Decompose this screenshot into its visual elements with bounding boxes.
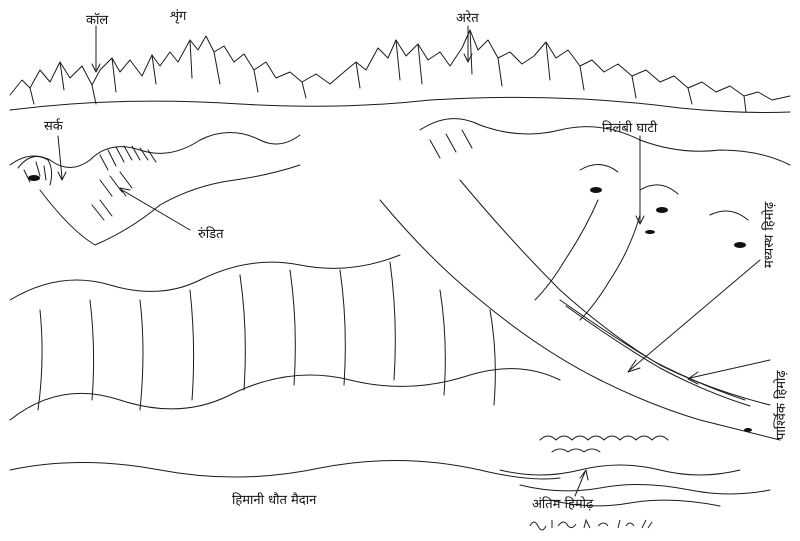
- arrow-col: [91, 25, 101, 73]
- left-valley-ridge: [39, 164, 301, 246]
- cirque-tarn-1: [28, 175, 40, 181]
- label-arete: अरेत: [456, 11, 479, 26]
- label-horn: शृंग: [170, 9, 187, 24]
- arrow-medial-moraine: [627, 259, 761, 373]
- truncated-spur-hatching: [91, 145, 157, 221]
- cirque-tarn-4: [734, 242, 746, 248]
- foreground-gullies: [37, 261, 496, 411]
- right-cirque-series: [429, 129, 749, 221]
- arrow-lateral-moraine: [687, 359, 771, 385]
- arrow-cirque: [57, 135, 67, 181]
- cirque-tarn-3: [656, 207, 668, 213]
- label-cirque: सर्क: [44, 119, 63, 134]
- label-terminal-moraine: अंतिम हिमोढ़: [532, 497, 594, 512]
- cirque-tarn-2: [590, 187, 602, 193]
- arrow-arete: [463, 25, 473, 63]
- terminal-moraine: [539, 435, 669, 453]
- foreground-base: [9, 459, 561, 480]
- right-ridge-outline: [419, 118, 791, 166]
- left-cirque: [17, 155, 53, 186]
- mountain-ridge-lines: [29, 29, 747, 113]
- label-truncated-spur: रुंडित: [198, 227, 224, 242]
- medial-moraine-band: [559, 299, 751, 407]
- label-outwash-plain: हिमानी धौत मैदान: [232, 493, 317, 508]
- mountain-skyline: [9, 29, 791, 101]
- label-hanging-valley: निलंबी घाटी: [602, 121, 658, 136]
- foreground-slope-2: [9, 368, 561, 421]
- arrow-hanging-valley: [635, 135, 645, 225]
- arrow-truncated-spur: [119, 187, 191, 231]
- outwash-plain-streams: [499, 464, 771, 507]
- artist-signature: [529, 518, 653, 531]
- foreground-slope-1: [9, 254, 401, 301]
- arrow-terminal-moraine: [574, 469, 589, 497]
- left-ridge-outline: [9, 132, 301, 168]
- hanging-valley-stream: [534, 199, 641, 321]
- label-medial-moraine: मध्यस्थ हिमोढ़: [762, 201, 777, 268]
- main-valley-floor-right: [459, 179, 771, 406]
- mountain-base-line: [9, 96, 791, 113]
- label-lateral-moraine: पार्श्विक हिमोढ़: [774, 370, 789, 440]
- moraine-mark-1: [645, 230, 655, 234]
- main-valley-floor-left: [379, 199, 781, 441]
- moraine-mark-2: [744, 428, 752, 432]
- label-col: कॉल: [86, 13, 109, 28]
